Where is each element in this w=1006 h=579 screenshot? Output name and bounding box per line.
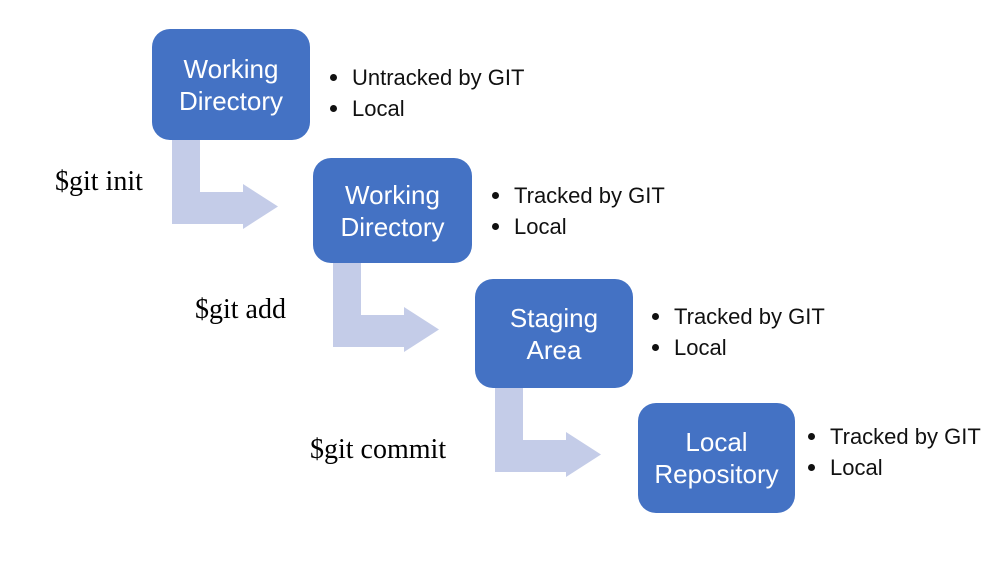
stage-box-working-directory-untracked: Working Directory	[152, 29, 310, 140]
stage-label-line: Repository	[654, 459, 779, 489]
stage-label-line: Staging	[509, 302, 599, 333]
stage-bullets-local-repository: Tracked by GIT Local	[808, 421, 981, 483]
git-add-arrow-icon	[333, 263, 439, 352]
bullet-item: Untracked by GIT	[330, 62, 524, 93]
bullet-item: Tracked by GIT	[652, 301, 825, 332]
stage-bullets-working-directory-tracked: Tracked by GIT Local	[492, 180, 665, 242]
command-label-git-init: $git init	[55, 166, 143, 197]
stage-label-line: Working	[183, 53, 279, 84]
bullet-item: Local	[492, 211, 665, 242]
bullet-item: Local	[808, 452, 981, 483]
stage-label-line: Directory	[340, 211, 445, 242]
stage-label-line: Area	[526, 334, 582, 365]
stage-box-staging-area: Staging Area	[475, 279, 633, 388]
bullet-item: Local	[330, 93, 524, 124]
stage-label-line: Working	[345, 179, 440, 210]
stage-bullets-working-directory-untracked: Untracked by GIT Local	[330, 62, 524, 124]
git-commit-arrow-icon	[495, 388, 601, 477]
git-init-arrow-icon	[172, 140, 278, 229]
stage-box-local-repository: Local Repository	[638, 403, 795, 513]
stage-label-line: Directory	[178, 85, 283, 116]
bullet-item: Local	[652, 332, 825, 363]
bullet-item: Tracked by GIT	[492, 180, 665, 211]
command-label-git-commit: $git commit	[310, 434, 447, 465]
stage-box-working-directory-tracked: Working Directory	[313, 158, 472, 263]
stage-label-line: Local	[685, 427, 748, 457]
bullet-item: Tracked by GIT	[808, 421, 981, 452]
stage-bullets-staging-area: Tracked by GIT Local	[652, 301, 825, 363]
command-label-git-add: $git add	[195, 294, 286, 325]
